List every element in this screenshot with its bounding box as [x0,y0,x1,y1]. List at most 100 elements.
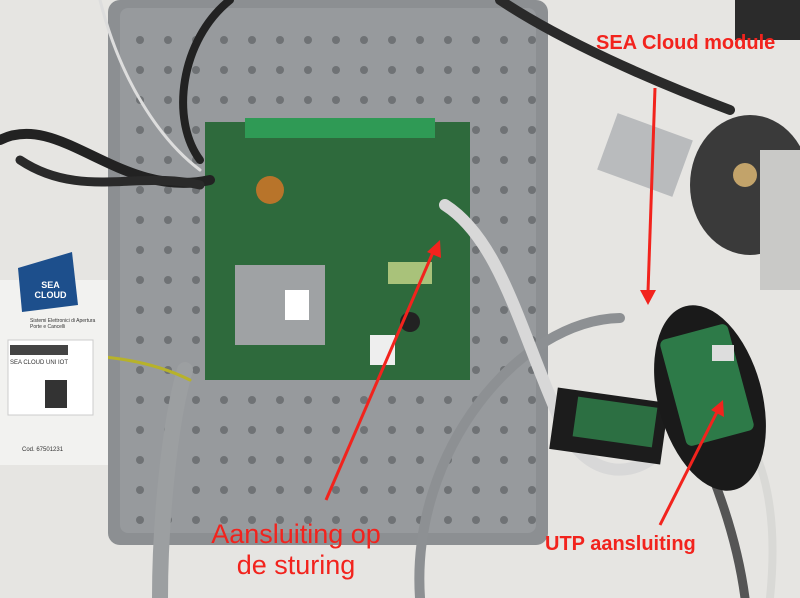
enclosure-stud [332,396,340,404]
enclosure-stud [136,156,144,164]
enclosure-stud [528,426,536,434]
enclosure-stud [388,66,396,74]
enclosure-stud [416,456,424,464]
enclosure-stud [528,306,536,314]
enclosure-stud [136,456,144,464]
enclosure-stud [500,126,508,134]
barcode [10,345,68,355]
enclosure-stud [136,36,144,44]
enclosure-stud [136,336,144,344]
enclosure-stud [304,96,312,104]
enclosure-stud [136,306,144,314]
enclosure-stud [332,486,340,494]
enclosure-stud [192,246,200,254]
enclosure-stud [444,96,452,104]
enclosure-stud [220,456,228,464]
box-tagline: Sistemi Elettronici di Apertura Porte e … [30,318,96,330]
enclosure-stud [360,36,368,44]
enclosure-stud [528,246,536,254]
enclosure-stud [500,246,508,254]
enclosure-stud [472,96,480,104]
enclosure-stud [444,66,452,74]
enclosure-stud [248,456,256,464]
enclosure-stud [192,486,200,494]
enclosure-stud [528,456,536,464]
enclosure-stud [500,336,508,344]
enclosure-stud [360,426,368,434]
enclosure-stud [416,486,424,494]
box-brand: SEA CLOUD [34,280,67,300]
enclosure-stud [500,306,508,314]
enclosure-stud [304,516,312,524]
enclosure-stud [388,486,396,494]
enclosure-stud [220,486,228,494]
enclosure-stud [528,36,536,44]
enclosure-stud [136,246,144,254]
enclosure-stud [164,66,172,74]
enclosure-stud [332,66,340,74]
enclosure-stud [304,426,312,434]
annotation-sea-cloud-module: SEA Cloud module [596,32,776,54]
enclosure-stud [192,126,200,134]
enclosure-stud [360,516,368,524]
enclosure-stud [472,276,480,284]
enclosure-stud [220,36,228,44]
enclosure-stud [500,36,508,44]
enclosure-stud [276,36,284,44]
enclosure-stud [388,96,396,104]
enclosure-stud [528,156,536,164]
enclosure-stud [528,396,536,404]
enclosure-stud [164,216,172,224]
motor-unit [597,0,800,290]
enclosure-stud [360,456,368,464]
enclosure-stud [276,396,284,404]
enclosure-stud [192,66,200,74]
enclosure-stud [360,66,368,74]
enclosure-stud [220,96,228,104]
enclosure-stud [136,516,144,524]
enclosure-stud [444,516,452,524]
enclosure-stud [332,96,340,104]
enclosure-stud [472,456,480,464]
enclosure-stud [444,426,452,434]
enclosure-stud [472,306,480,314]
enclosure-stud [444,396,452,404]
enclosure-stud [220,396,228,404]
enclosure-stud [164,306,172,314]
enclosure-stud [332,516,340,524]
enclosure-stud [136,186,144,194]
enclosure-stud [136,276,144,284]
enclosure-stud [164,126,172,134]
annotation-connection-control: Aansluiting op de sturing [211,519,381,581]
enclosure-stud [136,126,144,134]
enclosure-stud [192,396,200,404]
enclosure-stud [248,36,256,44]
enclosure-stud [164,96,172,104]
enclosure-stud [248,96,256,104]
enclosure-stud [136,486,144,494]
box-code: Cod. 67501231 [22,447,64,453]
enclosure-stud [500,66,508,74]
enclosure-stud [528,126,536,134]
enclosure-stud [136,426,144,434]
annotation-utp-connection: UTP aansluiting [545,533,696,555]
enclosure-stud [500,486,508,494]
enclosure-stud [416,36,424,44]
enclosure-stud [444,36,452,44]
enclosure-stud [304,396,312,404]
enclosure-stud [192,366,200,374]
enclosure-stud [304,486,312,494]
enclosure-stud [136,366,144,374]
enclosure-stud [192,516,200,524]
enclosure-stud [164,336,172,344]
enclosure-stud [500,456,508,464]
enclosure-stud [220,426,228,434]
enclosure-stud [388,456,396,464]
enclosure-stud [192,336,200,344]
enclosure-stud [472,246,480,254]
enclosure-stud [248,426,256,434]
qr-code [45,380,67,408]
enclosure-stud [388,516,396,524]
enclosure-stud [192,96,200,104]
